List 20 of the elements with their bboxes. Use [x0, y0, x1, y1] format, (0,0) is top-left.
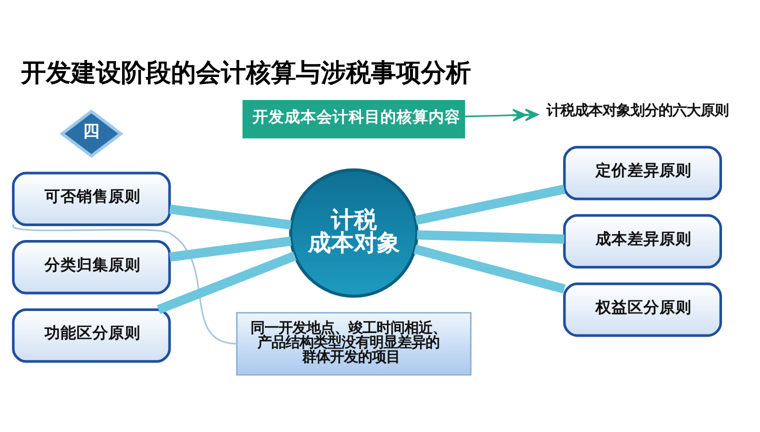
node-box: 功能区分原则 — [12, 308, 171, 362]
node-box: 分类归集原则 — [12, 240, 171, 294]
node-box: 定价差异原则 — [563, 145, 722, 200]
node-box: 可否销售原则 — [12, 171, 171, 226]
node-text: 计税成本对象划分的六大原则 — [546, 102, 728, 118]
node-box: 权益区分原则 — [563, 282, 722, 336]
diagram-title: 开发建设阶段的会计核算与涉税事项分析 — [21, 58, 472, 87]
node-box: 成本差异原则 — [563, 214, 722, 268]
connector — [13, 224, 237, 344]
node-box: 同一开发地点、竣工时间相近、产品结构类型没有明显差异的群体开发的项目 — [236, 311, 472, 376]
node-diamond: 四 — [60, 109, 124, 158]
node-box: 开发成本会计科目的核算内容 — [242, 100, 466, 138]
node-circle: 计税成本对象 — [289, 168, 418, 298]
connector — [169, 236, 292, 262]
connector — [416, 230, 564, 244]
connector — [169, 204, 292, 230]
connector — [415, 184, 566, 224]
arrow — [464, 108, 539, 122]
connector — [156, 251, 296, 314]
connector — [414, 244, 566, 294]
